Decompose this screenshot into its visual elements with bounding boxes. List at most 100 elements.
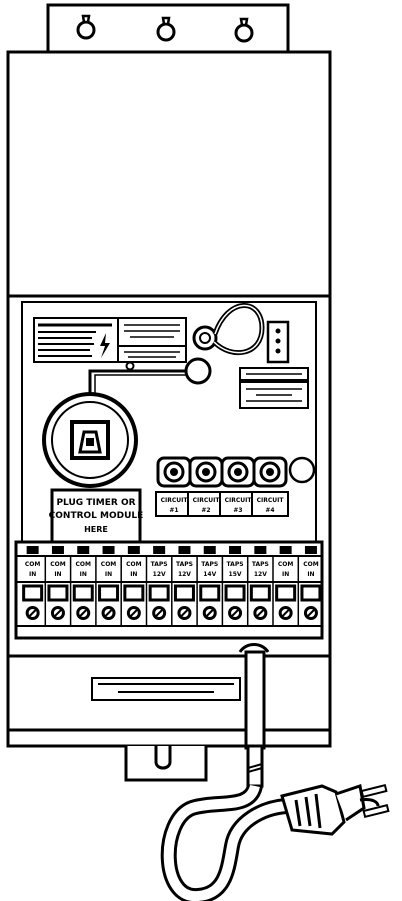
screw-slot — [281, 609, 290, 617]
screw-slot — [79, 609, 87, 617]
terminal-label: IN — [105, 571, 112, 578]
terminal-label: TAPS — [201, 561, 218, 568]
terminal-label: TAPS — [227, 561, 244, 568]
mounting-bracket — [46, 3, 290, 57]
terminal-tab — [178, 546, 191, 554]
module-outlet — [42, 392, 138, 488]
terminal-blocks: COMINCOMINCOMINCOMINCOMINTAPS12VTAPS12VT… — [22, 546, 322, 626]
terminal-clamp — [22, 584, 44, 602]
terminal-tab — [51, 546, 64, 554]
terminal-tab — [102, 546, 115, 554]
terminal-tab — [203, 546, 216, 554]
circuit-label: CIRCUIT — [193, 497, 221, 504]
terminal-clamp — [148, 584, 170, 602]
notice-label — [117, 317, 187, 363]
terminal-block: TAPS 12V — [171, 546, 195, 626]
terminal-clamp — [72, 584, 94, 602]
circuit-label: CIRCUIT — [161, 497, 189, 504]
terminal-label: COM — [101, 561, 117, 568]
terminal-block: TAPS 12V — [246, 546, 271, 626]
terminal-label: IN — [130, 571, 137, 578]
keyhole-icon — [156, 16, 176, 42]
terminal-clamp — [249, 584, 271, 602]
sensor-cable-loop — [192, 303, 265, 356]
terminal-clamp — [173, 584, 195, 602]
terminal-tab — [153, 546, 166, 554]
terminal-block: COM IN — [95, 546, 120, 626]
keyhole-icon — [76, 14, 96, 40]
screw-slot — [104, 609, 113, 617]
terminal-label: IN — [282, 571, 289, 578]
terminal-tab — [229, 546, 242, 554]
terminal-tab — [127, 546, 140, 554]
screw-slot — [206, 609, 214, 617]
circuit-breaker-2: CIRCUIT #2 — [187, 456, 225, 517]
terminal-block: COM IN — [120, 546, 145, 626]
terminal-clamp — [47, 584, 69, 602]
screw-slot — [307, 609, 315, 617]
screw-slot — [231, 609, 239, 617]
terminal-label: TAPS — [151, 561, 168, 568]
terminal-clamp — [300, 584, 322, 602]
circuit-breaker-1: CIRCUIT #1 — [155, 456, 193, 517]
terminal-label: COM — [50, 561, 66, 568]
screw-slot — [180, 609, 189, 617]
terminal-label: TAPS — [252, 561, 269, 568]
circuit-number: #1 — [169, 507, 178, 514]
terminal-label: IN — [80, 571, 87, 578]
plug-module-line-3: HERE — [84, 525, 108, 534]
terminal-clamp — [224, 584, 246, 602]
terminal-label: COM — [278, 561, 294, 568]
lightning-icon — [100, 333, 110, 358]
terminal-tab — [26, 546, 39, 554]
terminal-tab — [304, 546, 317, 554]
terminal-tab — [77, 546, 90, 554]
terminal-label: TAPS — [176, 561, 193, 568]
bottom-bracket — [124, 746, 208, 782]
terminal-clamp — [199, 584, 221, 602]
install-label — [91, 677, 241, 701]
terminal-label: COM — [303, 561, 319, 568]
terminal-label: 12V — [254, 571, 267, 578]
plug-module-label: PLUG TIMER OR CONTROL MODULE HERE — [49, 488, 144, 544]
terminal-block: COM IN — [69, 546, 94, 626]
terminal-label: 15V — [229, 571, 242, 578]
terminal-block: TAPS 14V — [196, 546, 221, 626]
screw-slot — [155, 609, 163, 617]
plug-module-line-1: PLUG TIMER OR — [56, 498, 135, 508]
screw-slot — [130, 609, 138, 617]
terminal-label: IN — [307, 571, 314, 578]
terminal-clamp — [123, 584, 145, 602]
screw-slot — [28, 609, 37, 617]
circuit-breaker-3: CIRCUIT #3 — [219, 456, 257, 517]
terminal-block: COM IN — [272, 546, 297, 626]
keyhole-icon — [234, 17, 254, 43]
screw-icon — [125, 361, 135, 371]
terminal-label: COM — [126, 561, 142, 568]
knockout-hole — [288, 456, 316, 484]
terminal-block: TAPS 12V — [145, 546, 170, 626]
circuit-number: #2 — [201, 507, 210, 514]
plug-icon — [280, 783, 390, 836]
circuit-label: CIRCUIT — [257, 497, 285, 504]
terminal-label: COM — [76, 561, 92, 568]
terminal-tab — [279, 546, 292, 554]
terminal-label: IN — [54, 571, 61, 578]
terminal-label: 12V — [153, 571, 166, 578]
terminal-clamp — [275, 584, 297, 602]
circuit-number: #4 — [265, 507, 274, 514]
terminal-label: 14V — [203, 571, 216, 578]
circuit-breaker-4: CIRCUIT #4 — [251, 456, 289, 517]
plug-module-line-2: CONTROL MODULE — [49, 511, 144, 521]
terminal-label: COM — [25, 561, 41, 568]
terminal-clamp — [98, 584, 120, 602]
circuit-breakers: CIRCUIT #1 CIRCUIT #2 CIRCUIT #3 CIRCUIT… — [155, 456, 316, 517]
circuit-label: CIRCUIT — [225, 497, 253, 504]
terminal-block: COM IN — [44, 546, 69, 626]
terminal-label: 12V — [178, 571, 191, 578]
housing-cover — [6, 50, 332, 298]
warning-label — [33, 317, 119, 363]
photocell-port — [239, 320, 309, 409]
